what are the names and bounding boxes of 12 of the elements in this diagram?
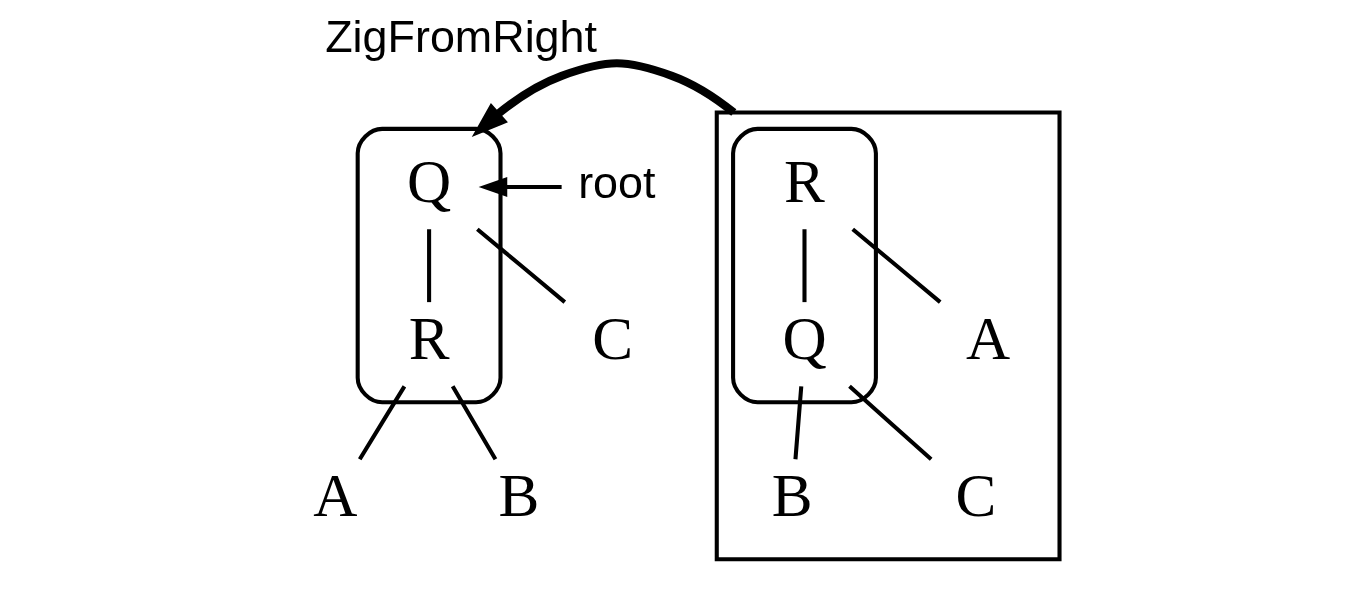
node-text: root [578,157,656,209]
node-text: R [408,304,450,373]
node-text: A [313,461,358,530]
node-text: B [498,461,540,530]
node-text: Q [782,304,827,373]
node-text: C [592,304,634,373]
node-text: R [784,147,825,216]
node-text: B [771,461,813,530]
node-text: A [966,304,1011,373]
edge-label: ZigFromRight [325,11,597,63]
node-text: C [955,461,997,530]
node-text: Q [406,147,452,216]
